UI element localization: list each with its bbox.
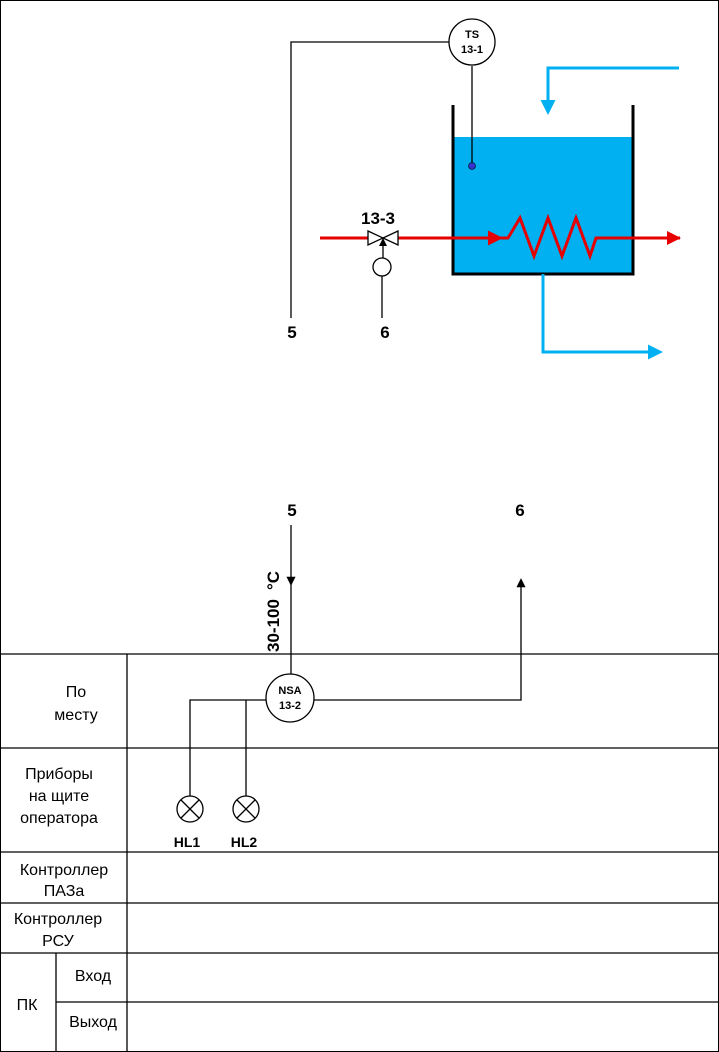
line-5-label: 5 <box>287 501 296 520</box>
instrument-nsa-number: 13-2 <box>279 700 301 712</box>
signal-line-5-top <box>290 41 449 318</box>
lamp-hl2-icon <box>232 795 260 823</box>
svg-text:30-100: 30-100 <box>264 599 283 652</box>
instrument-ts <box>448 18 496 66</box>
instrument-nsa <box>265 673 315 723</box>
lamp-hl1-icon <box>176 795 204 823</box>
heat-arrow-out <box>667 231 681 245</box>
line-6-top-label: 6 <box>380 323 389 342</box>
lamp-wire-1 <box>189 699 266 796</box>
line-6-label: 6 <box>515 501 524 520</box>
outflow-pipe <box>541 274 663 360</box>
row-local-line1: По <box>66 684 87 701</box>
valve-tag: 13-3 <box>361 209 395 228</box>
row-panel-line3: оператора <box>20 810 98 827</box>
instrument-ts-number: 13-1 <box>461 44 483 56</box>
row-local-line2: месту <box>54 707 97 724</box>
instrument-nsa-tag: NSA <box>278 685 301 697</box>
line-5-top-label: 5 <box>287 323 296 342</box>
row-panel-line2: на щите <box>29 788 89 805</box>
row-panel-line1: Приборы <box>25 766 93 783</box>
row-output: Выход <box>69 1014 118 1031</box>
instrument-ts-tag: TS <box>465 29 479 41</box>
row-paz-line2: ПАЗа <box>44 883 85 900</box>
tank-liquid <box>453 137 633 274</box>
range-unit: °C <box>264 571 283 590</box>
table-grid <box>0 653 719 1052</box>
row-rsu-line2: РСУ <box>42 933 75 950</box>
signal-line-6 <box>314 578 526 701</box>
row-rsu-line1: Контроллер <box>14 911 102 928</box>
control-valve <box>367 229 399 318</box>
range-label: 30-100 <box>264 599 283 652</box>
row-input: Вход <box>75 968 112 985</box>
inflow-pipe <box>540 66 679 115</box>
sensor-point <box>468 162 476 170</box>
lamp-hl2-label: HL2 <box>231 834 258 850</box>
lamp-hl1-label: HL1 <box>174 834 201 850</box>
svg-text:°C: °C <box>264 571 283 590</box>
row-paz-line1: Контроллер <box>20 862 108 879</box>
row-pc: ПК <box>17 997 39 1014</box>
heater-coil <box>500 213 680 261</box>
